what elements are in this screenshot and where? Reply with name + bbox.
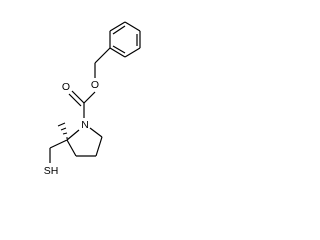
nitrogen-label: N bbox=[81, 119, 89, 131]
bond-c5-to-n bbox=[89, 127, 103, 138]
pyrrolidine-ring bbox=[66, 127, 103, 157]
bond-c4-to-c5 bbox=[95, 136, 103, 157]
bond-ester-o-to-carbonyl bbox=[83, 91, 96, 104]
bond-benzene-inner-3 bbox=[112, 45, 126, 54]
stereo-hash-wedge bbox=[57, 122, 68, 139]
ester-oxygen-label: O bbox=[91, 79, 99, 91]
molecule-diagram: O O N SH bbox=[44, 21, 141, 177]
bond-carbonyl-double-a bbox=[71, 90, 85, 104]
bond-c2-to-ch2s bbox=[49, 139, 68, 149]
benzene-ring bbox=[109, 21, 141, 58]
bond-benzene-2 bbox=[124, 21, 141, 32]
sulfur-label: SH bbox=[44, 165, 59, 177]
bond-ring-to-ch2 bbox=[94, 47, 111, 64]
bond-benzene-1 bbox=[109, 21, 126, 32]
bond-n-to-c2 bbox=[66, 129, 80, 141]
bond-c2-to-c3 bbox=[66, 139, 77, 157]
bond-benzene-5 bbox=[109, 47, 126, 58]
bond-benzene-4 bbox=[124, 47, 141, 58]
bond-benzene-inner-1 bbox=[112, 25, 126, 35]
carbonyl-oxygen-label: O bbox=[62, 81, 70, 93]
bond-carbonyl-double-b bbox=[68, 93, 82, 107]
